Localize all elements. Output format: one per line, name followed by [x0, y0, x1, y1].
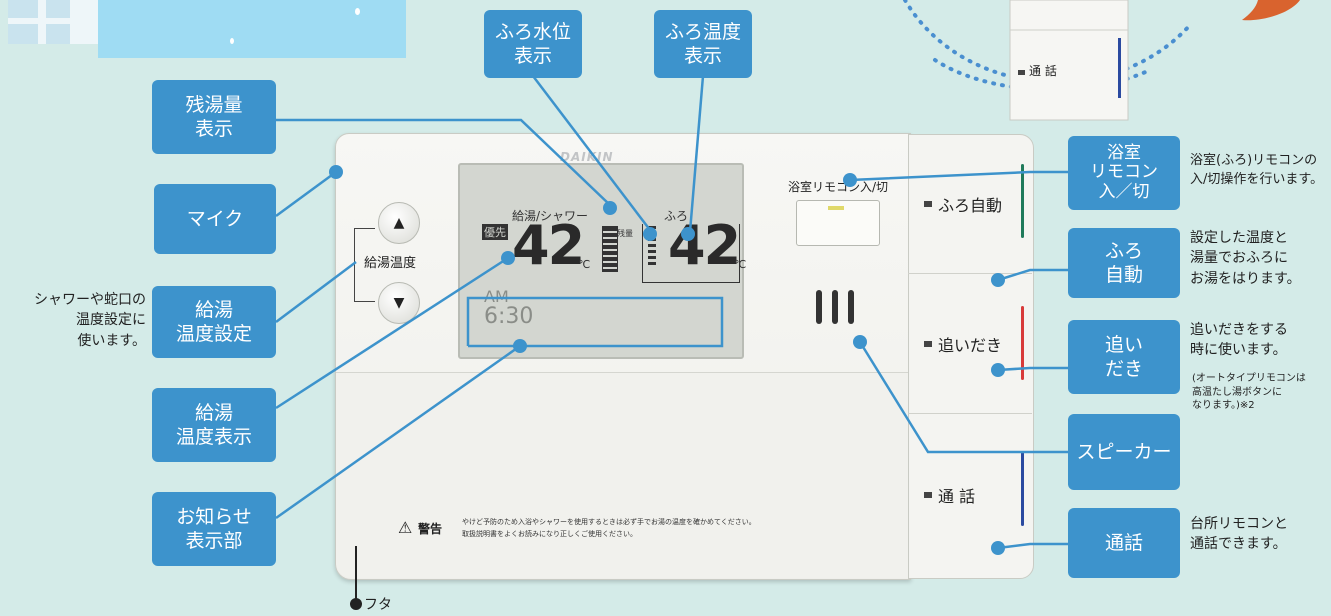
window-pane — [46, 24, 70, 44]
kyuto-up-button[interactable]: ▲ — [378, 202, 420, 244]
zanyu-gauge — [602, 226, 618, 272]
kyuto-temp-label: 給湯温度 — [364, 256, 417, 271]
callout-tsuwa: 通話 — [1068, 508, 1180, 578]
callout-speaker: スピーカー — [1068, 414, 1180, 490]
warning-text-1: やけど予防のため入浴やシャワーを使用するときは必ず手でお湯の温度を確かめてくださ… — [462, 518, 756, 526]
speaker-grille — [816, 290, 822, 324]
bath-remote-switch[interactable] — [796, 200, 880, 246]
note-oidaki-sub: (オートタイプリモコンは 高温たし湯ボタンに なります。)※2 — [1192, 373, 1306, 411]
callout-bath-remote: 浴室 リモコン 入／切 — [1068, 136, 1180, 210]
oidaki-indicator — [1021, 306, 1024, 380]
callout-furo-auto: ふろ 自動 — [1068, 228, 1180, 298]
lcd-left-title: 給湯/シャワー — [512, 209, 589, 223]
oidaki-button[interactable]: 追いだき — [908, 274, 1032, 414]
speaker-grille — [848, 290, 854, 324]
kyuto-down-button[interactable]: ▼ — [378, 282, 420, 324]
inset-square-icon — [1018, 70, 1025, 75]
warning-label: 警告 — [418, 522, 443, 536]
inset-tsuwa-label: 通 話 — [1029, 64, 1057, 78]
furo-auto-button[interactable]: ふろ自動 — [908, 134, 1032, 274]
lcd-right-title: ふろ — [664, 209, 689, 223]
zanyu-label: 残量 — [617, 229, 633, 238]
brand-logo: DAIKIN — [560, 150, 614, 164]
callout-oidaki: 追い だき — [1068, 320, 1180, 394]
clock-time: 6:30 — [484, 304, 534, 329]
note-oidaki: 追いだきをする 時に使います。 — [1190, 322, 1288, 359]
callout-kyuto-setting: 給湯 温度設定 — [152, 286, 276, 358]
window-pane — [46, 0, 70, 18]
callout-furo-temp: ふろ温度 表示 — [654, 10, 752, 78]
oidaki-label: 追いだき — [938, 335, 1003, 355]
note-shower: シャワーや蛇口の 温度設定に 使います。 — [34, 292, 146, 349]
clock-ampm: AM — [484, 287, 509, 306]
square-icon — [924, 340, 932, 347]
lcd-bracket — [642, 224, 740, 283]
inset-tsuwa-button: 通 話 — [1018, 62, 1057, 79]
bath-water-illustration — [98, 0, 406, 58]
callout-mic: マイク — [154, 184, 276, 254]
window-pane — [8, 0, 38, 18]
water-drop-icon — [355, 8, 360, 15]
futa-label: フタ — [364, 597, 392, 613]
kyuto-temperature-value: 42 — [512, 214, 585, 277]
callout-zanyu: 残湯量 表示 — [152, 80, 276, 154]
callout-kyuto-display: 給湯 温度表示 — [152, 388, 276, 462]
tsuwa-indicator — [1021, 452, 1024, 526]
remote-flap-cover[interactable] — [336, 372, 908, 578]
furo-level-indicator — [648, 226, 656, 266]
button-bracket — [354, 228, 375, 302]
square-icon — [924, 492, 932, 498]
note-tsuwa: 台所リモコンと 通話できます。 — [1190, 516, 1288, 553]
button-panel — [908, 134, 1034, 579]
bath-remote-switch-label: 浴室リモコン入/切 — [788, 180, 889, 194]
window-pane — [8, 24, 38, 44]
warning-text-2: 取扱説明書をよくお読みになり正しくご使用ください。 — [462, 530, 637, 538]
tsuwa-button[interactable]: 通 話 — [908, 414, 1032, 576]
callout-furo-level: ふろ水位 表示 — [484, 10, 582, 78]
furo-temperature-value: 42 — [668, 214, 741, 277]
kyuto-temperature-unit: ℃ — [578, 258, 591, 271]
warning-icon: ⚠ — [398, 518, 413, 537]
note-furo-auto: 設定した温度と 湯量でおふろに お湯をはります。 — [1190, 230, 1301, 287]
square-icon — [924, 200, 932, 207]
tsuwa-label: 通 話 — [938, 487, 976, 506]
furo-auto-indicator — [1021, 164, 1024, 238]
callout-info-display: お知らせ 表示部 — [152, 492, 276, 566]
furo-temperature-unit: ℃ — [734, 258, 747, 271]
furo-auto-label: ふろ自動 — [938, 195, 1003, 215]
water-drop-icon — [230, 38, 234, 44]
priority-badge: 優先 — [482, 224, 508, 240]
bath-remote-indicator-led — [828, 206, 844, 210]
speaker-grille — [832, 290, 838, 324]
note-bath-remote: 浴室(ふろ)リモコンの 入/切操作を行います。 — [1190, 153, 1324, 187]
